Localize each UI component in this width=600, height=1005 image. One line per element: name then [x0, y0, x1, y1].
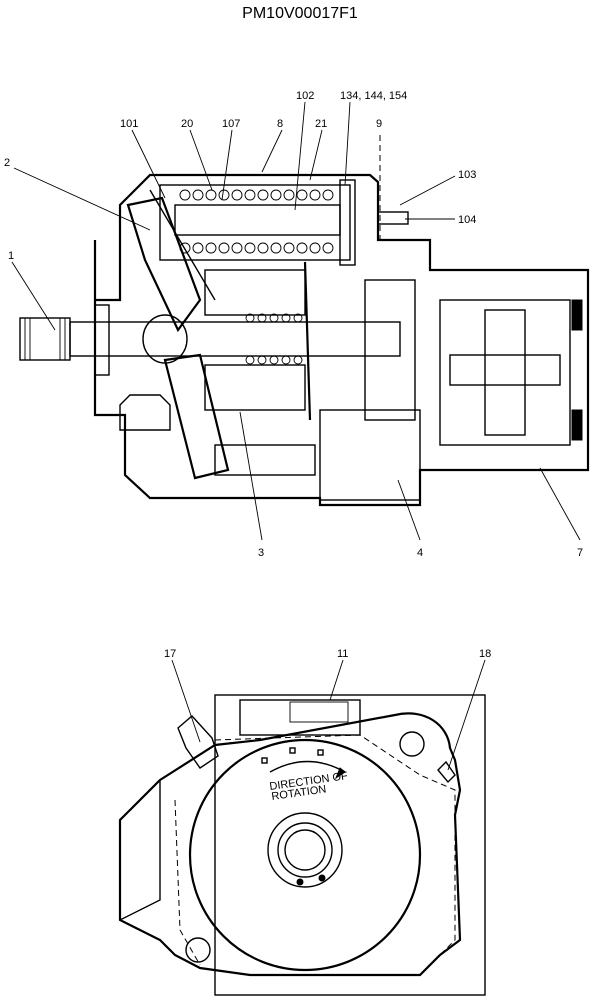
end-view-leaders	[171, 659, 486, 771]
hidden-line-2	[174, 799, 201, 966]
shaft-spline	[19, 317, 71, 361]
swash-edge	[149, 189, 216, 301]
rotation-mark-3	[317, 749, 324, 756]
relief-fitting	[119, 394, 171, 431]
swash-plate	[126, 196, 202, 333]
callout-1: 1	[8, 250, 14, 262]
callout-9: 9	[376, 118, 382, 130]
callout-103: 103	[458, 169, 476, 181]
shaft-bore-inner	[277, 822, 333, 878]
swash-plate-lower	[163, 353, 230, 480]
bolt-upper	[571, 299, 583, 331]
fitting-17	[177, 715, 219, 769]
adjust-screw	[377, 211, 409, 225]
cover-block	[319, 409, 421, 501]
piston-upper	[204, 269, 306, 316]
drawing-id: PM10V00017F1	[242, 5, 358, 22]
callout-3: 3	[258, 547, 264, 559]
callout-101: 101	[120, 118, 138, 130]
housing-outline	[93, 173, 590, 507]
callout-11: 11	[337, 648, 348, 660]
callout-21: 21	[315, 118, 327, 130]
valve-plate	[364, 279, 416, 421]
charge-gear	[484, 309, 526, 436]
servo-bore	[159, 184, 351, 261]
center-spring	[245, 313, 303, 365]
port-block	[214, 444, 316, 476]
servo-piston	[174, 204, 341, 236]
pin-right	[318, 874, 326, 882]
callout-102: 102	[296, 90, 314, 102]
pilot-flange	[188, 738, 422, 972]
shaft-seal	[94, 304, 110, 376]
hidden-line-1	[214, 734, 456, 976]
shaft-bore-outer	[267, 812, 343, 888]
callout-20: 20	[181, 118, 193, 130]
rotation-mark-1	[261, 757, 268, 764]
barrel-face	[303, 261, 312, 421]
callout-2: 2	[4, 157, 10, 169]
callout-104: 104	[458, 214, 476, 226]
servo-spring	[179, 189, 334, 254]
top-port-inner	[289, 701, 349, 723]
charge-shaft	[449, 354, 561, 386]
callout-134-144-154: 134, 144, 154	[340, 90, 407, 102]
end-cap	[339, 179, 356, 266]
callout-4: 4	[417, 547, 423, 559]
rotation-mark-2	[289, 747, 296, 754]
rotation-arc	[269, 760, 346, 773]
pin-left	[296, 878, 304, 886]
mounting-flange	[118, 712, 462, 977]
fitting-18	[437, 760, 456, 784]
callout-17: 17	[164, 648, 176, 660]
bolt-lower	[571, 409, 583, 441]
spline-teeth	[24, 318, 66, 360]
callout-18: 18	[479, 648, 491, 660]
bolt-hole-lower	[185, 937, 211, 963]
flange-ear-left	[119, 778, 161, 921]
pump-section-view	[19, 135, 590, 507]
charge-pump	[439, 299, 571, 446]
pump-end-view	[118, 694, 486, 996]
rotation-arrowhead	[334, 767, 346, 780]
top-port-boss	[239, 699, 361, 736]
section-leaders	[11, 101, 581, 541]
shaft-bearing-ball	[142, 314, 188, 364]
callout-7: 7	[577, 547, 583, 559]
shaft-end	[284, 829, 326, 871]
piston-lower	[204, 364, 306, 411]
callout-8: 8	[277, 118, 283, 130]
rear-housing	[214, 694, 486, 996]
callout-107: 107	[222, 118, 240, 130]
drive-shaft	[69, 321, 401, 357]
bolt-hole-upper	[399, 731, 425, 757]
